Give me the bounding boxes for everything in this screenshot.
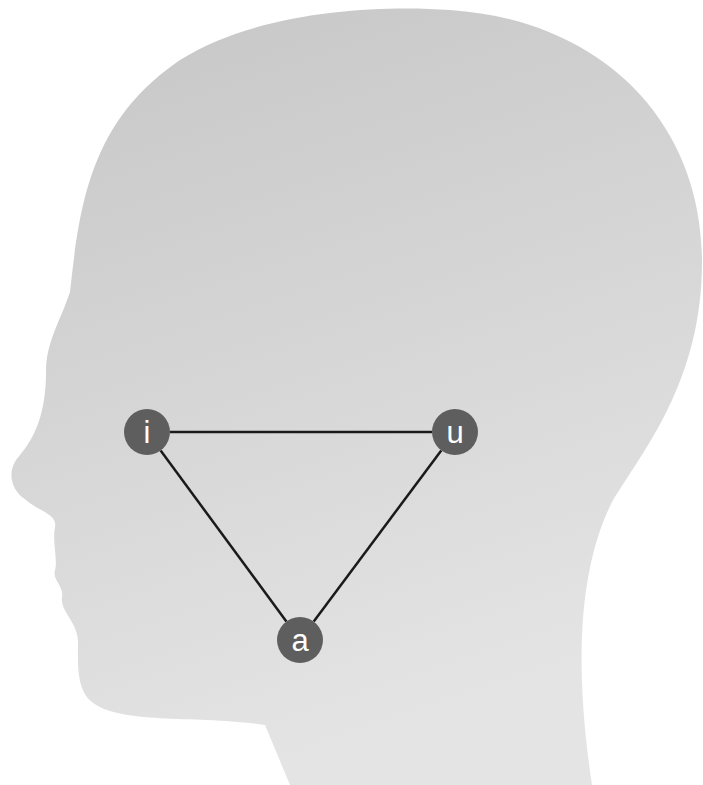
vowel-circle: a <box>277 617 323 663</box>
vowel-circle: u <box>432 409 478 455</box>
vowel-circle: i <box>124 409 170 455</box>
triangle-line <box>170 431 432 434</box>
head-profile <box>11 8 702 785</box>
vowel-label: i <box>144 417 151 448</box>
circle-fill <box>124 409 170 455</box>
triangle-line <box>161 451 287 622</box>
vowel-label: u <box>446 417 463 448</box>
vowel-label: a <box>291 625 308 656</box>
circle-fill <box>432 409 478 455</box>
triangle-line <box>314 450 442 621</box>
circle-fill <box>277 617 323 663</box>
